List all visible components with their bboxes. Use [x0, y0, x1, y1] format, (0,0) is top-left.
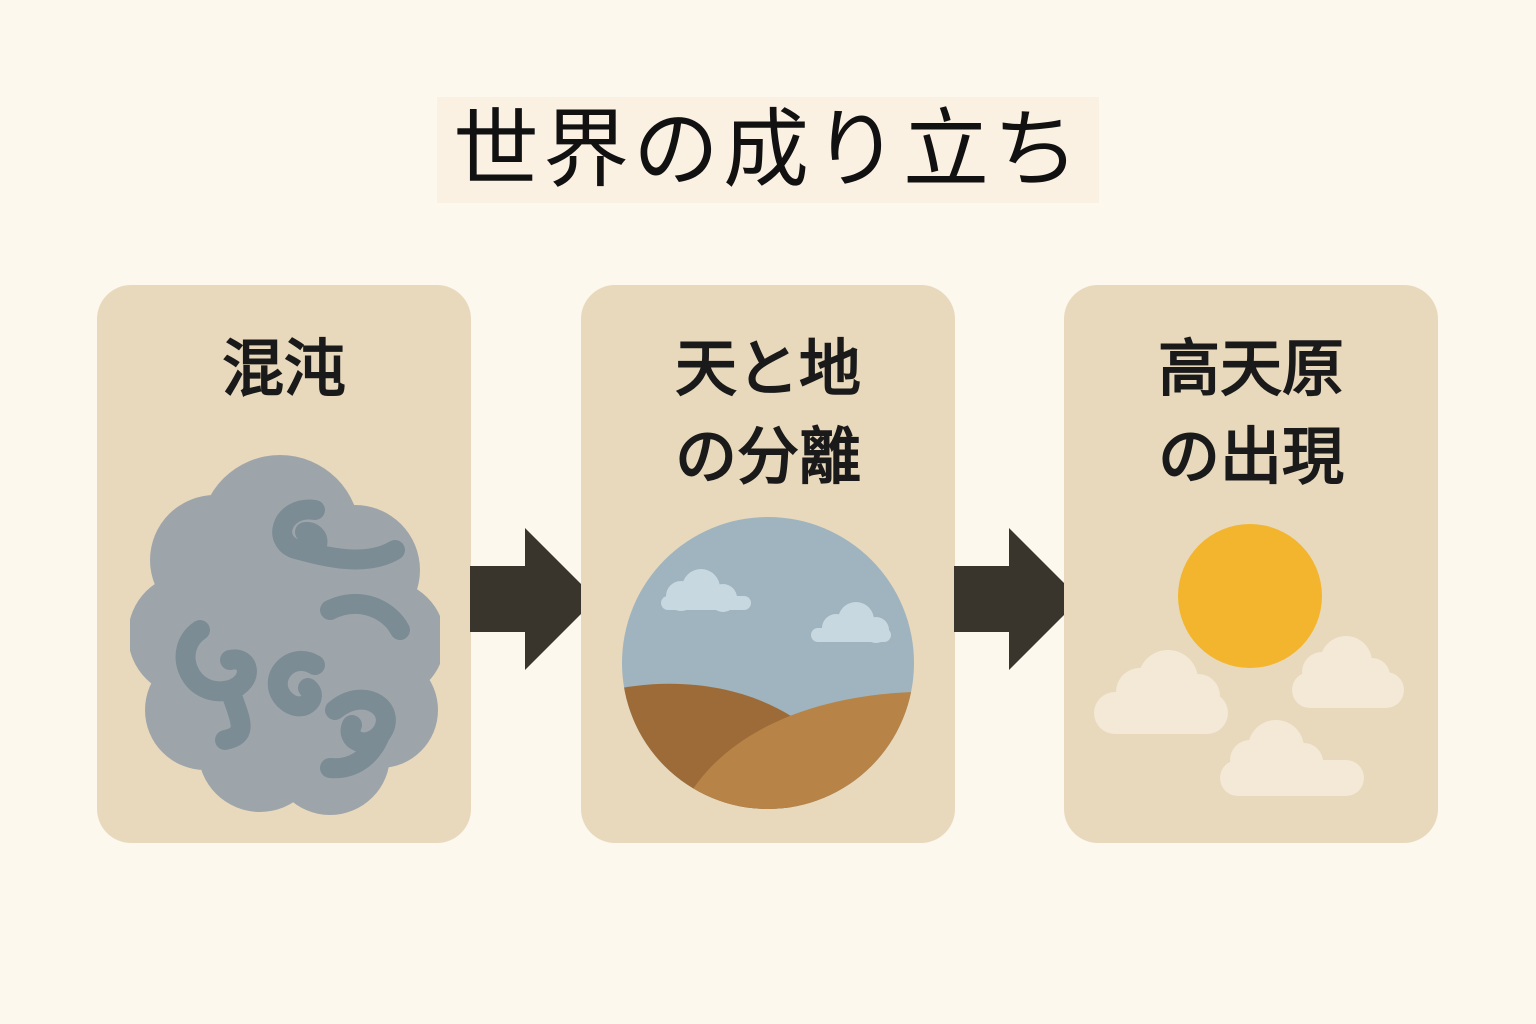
page-title: 世界の成り立ち	[453, 100, 1083, 200]
swirl-cloud-icon	[130, 455, 440, 815]
sky-and-earth-icon	[622, 517, 914, 809]
step-label-separation-line1: 天と地	[674, 332, 861, 405]
step-label-separation-line2: の分離	[674, 420, 861, 493]
step-label-takamagahara-line2: の出現	[1157, 420, 1344, 493]
arrow-right-icon	[470, 528, 596, 670]
title-banner: 世界の成り立ち	[437, 97, 1099, 203]
step-label-takamagahara-line1: 高天原	[1157, 332, 1344, 405]
sun-and-clouds-icon	[1094, 524, 1404, 796]
arrow-right-icon	[954, 528, 1080, 670]
step-label-chaos: 混沌	[221, 332, 346, 405]
